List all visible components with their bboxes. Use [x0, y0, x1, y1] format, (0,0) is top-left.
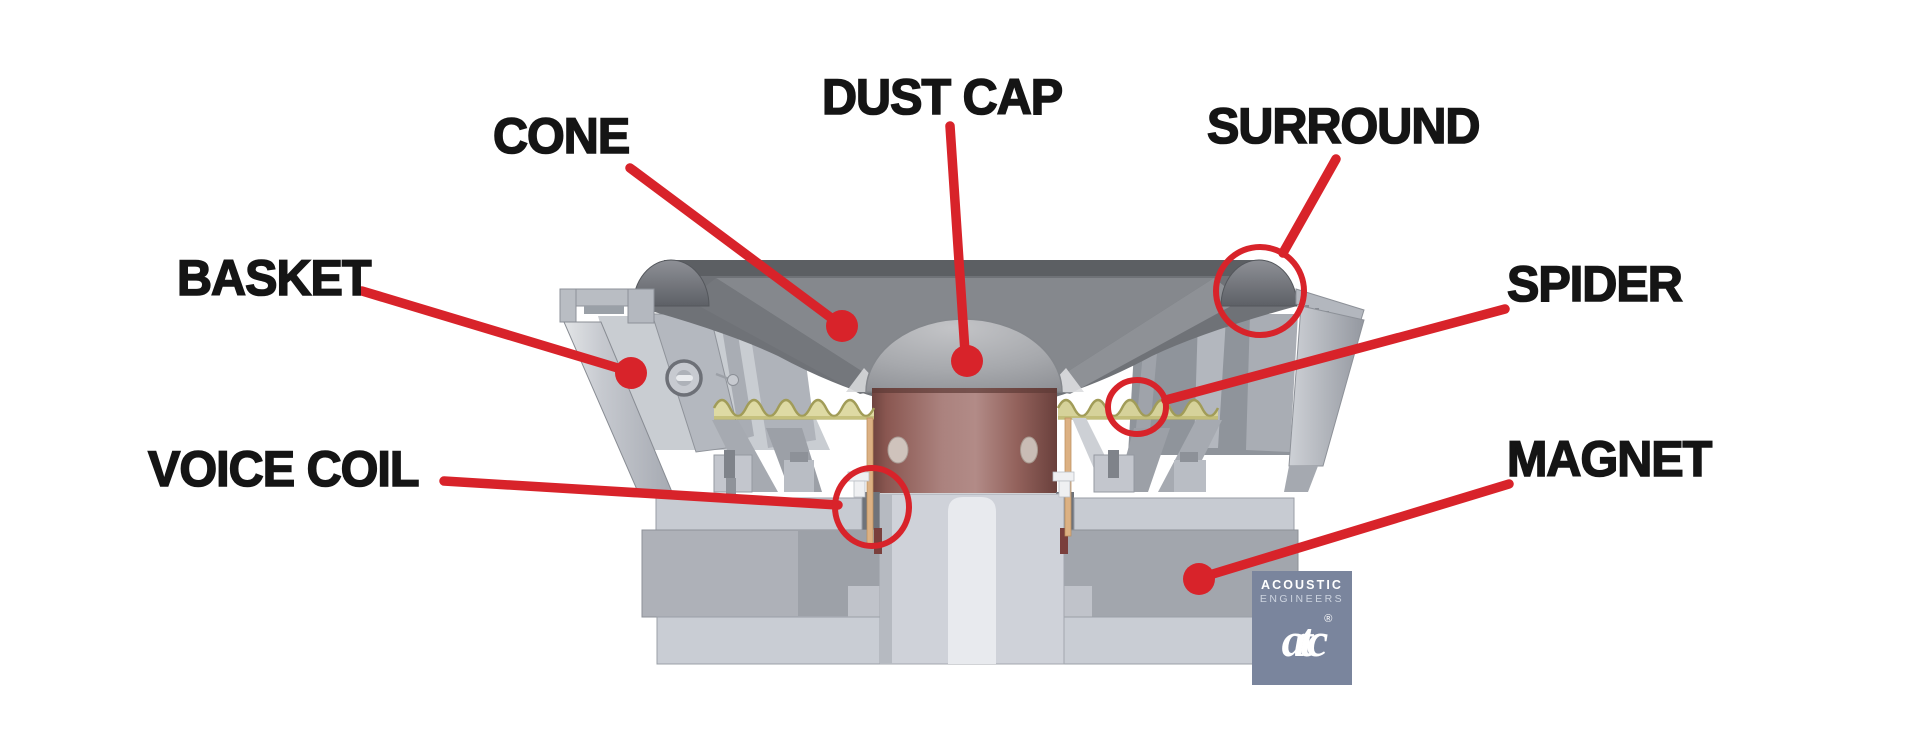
- part-label-basket: BASKET: [176, 250, 372, 306]
- standoff-cap: [790, 452, 808, 462]
- basket-leg: [1246, 314, 1298, 452]
- cone-sheet-right: [1042, 278, 1242, 394]
- standoff-block: [1174, 460, 1206, 492]
- cone-sheet-left: [688, 278, 888, 394]
- standoff-pin: [1108, 450, 1119, 478]
- magnet-notch-left: [848, 586, 880, 617]
- callout-line-magnet: [1198, 479, 1514, 582]
- callout-ring-voice-coil: [832, 465, 912, 549]
- logo-mark-wrap: atc ®: [1281, 613, 1333, 668]
- pole-vent: [948, 497, 996, 664]
- standoff-pin: [724, 450, 735, 478]
- surround-roll-right: [1220, 259, 1298, 307]
- callout-line-dust-cap: [945, 121, 970, 357]
- magnet-notch-right: [1060, 586, 1092, 617]
- cylinder-top-edge: [872, 388, 1057, 393]
- pole-shade: [880, 494, 892, 664]
- callout-layer: [357, 121, 1514, 595]
- callout-line-cone: [625, 163, 847, 331]
- part-label-dust-cap: DUST CAP: [821, 69, 1064, 125]
- bolt-slot: [676, 375, 693, 381]
- basket-rim-left-corner: [627, 288, 655, 324]
- logo-text-engineers: ENGINEERS: [1259, 592, 1345, 605]
- callout-dot-dust-cap: [951, 345, 983, 377]
- callout-line-surround: [1278, 154, 1341, 258]
- former-clamp-right: [1052, 471, 1075, 498]
- vent-hole-right: [1020, 436, 1038, 464]
- spider-shade-left: [714, 416, 874, 420]
- part-label-cone: CONE: [492, 108, 631, 164]
- standoff-block: [784, 460, 814, 492]
- callout-line-basket: [357, 286, 636, 377]
- callout-line-spider: [1161, 304, 1510, 405]
- former-left: [866, 417, 874, 546]
- part-label-voice-coil: VOICE COIL: [147, 441, 420, 497]
- callout-dot-cone: [826, 310, 858, 342]
- callout-dot-basket: [615, 357, 647, 389]
- basket-wall-right: [1288, 305, 1365, 467]
- part-label-surround: SURROUND: [1206, 98, 1481, 154]
- spider-suspension: [712, 398, 1220, 420]
- standoff-cap: [1180, 452, 1198, 462]
- terminal-bolt: [665, 359, 739, 397]
- spider-wave-right: [1056, 398, 1220, 418]
- basket-rim-left-lip: [559, 288, 577, 323]
- lead-wire: [715, 372, 730, 381]
- wire-ball: [727, 374, 739, 386]
- coil-winding-right: [1060, 528, 1068, 554]
- part-label-magnet: MAGNET: [1506, 431, 1713, 487]
- callout-ring-surround: [1213, 244, 1307, 338]
- callout-ring-spider: [1105, 377, 1169, 437]
- coil-winding-left: [874, 528, 882, 554]
- atc-script-logo: atc: [1281, 614, 1329, 668]
- top-plate-right: [1073, 497, 1295, 531]
- callout-dot-magnet: [1183, 563, 1215, 595]
- logo-text-acoustic: ACOUSTIC: [1260, 578, 1344, 592]
- vent-hole-left: [887, 436, 909, 464]
- spider-wave-left: [712, 398, 876, 418]
- part-label-spider: SPIDER: [1506, 256, 1683, 312]
- spider-shade-right: [1058, 416, 1218, 420]
- callout-line-voice-coil: [439, 476, 843, 510]
- registered-trademark-icon: ®: [1324, 613, 1333, 626]
- former-cylinder: [872, 388, 1057, 493]
- basket-foot-right: [1284, 466, 1318, 492]
- basket-rim-left-notch: [584, 306, 624, 314]
- brand-logo: ACOUSTIC ENGINEERS atc ®: [1252, 571, 1352, 685]
